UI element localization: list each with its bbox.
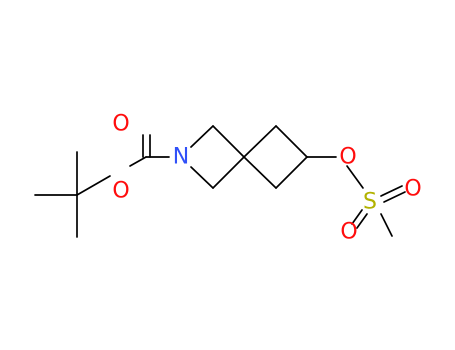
bond-s-to-methyl bbox=[380, 213, 393, 237]
atom-o-ester: O bbox=[112, 179, 129, 204]
bond-s-o-double-left-2 bbox=[356, 213, 368, 229]
atom-o-carbonyl: O bbox=[112, 112, 129, 137]
bond-ch2-bottom-to-spiro bbox=[212, 156, 245, 189]
bond-spiro-to-ch2-top bbox=[243, 125, 277, 158]
atom-o-sulfonyl-bottom: O bbox=[340, 220, 357, 245]
bond-s-o-double-right-1 bbox=[380, 185, 403, 197]
bond-ester-o-to-carbonyl-c bbox=[129, 156, 147, 167]
atom-labels: O N O O S O O bbox=[112, 112, 421, 245]
atom-o-sulfonate: O bbox=[339, 145, 356, 170]
atom-n-ring: N bbox=[173, 145, 189, 170]
bond-n-to-ch2-top bbox=[190, 125, 214, 148]
bond-s-o-double-right-2 bbox=[383, 191, 406, 203]
bond-ch2-top-to-spiro bbox=[212, 125, 245, 158]
atom-s: S bbox=[363, 190, 377, 215]
bond-tbu-to-ester-o bbox=[76, 175, 111, 196]
bond-s-o-double-left-1 bbox=[351, 209, 363, 225]
bond-n-to-ch2-bottom bbox=[190, 166, 214, 189]
bond-o-to-s bbox=[346, 165, 364, 189]
bonds bbox=[34, 125, 406, 238]
bond-spiro-to-ch2-bottom bbox=[243, 156, 277, 189]
atom-o-sulfonyl-right: O bbox=[404, 177, 421, 202]
bond-ch2-bottom-to-ch bbox=[275, 156, 308, 189]
bond-ch2-top-to-ch bbox=[275, 125, 308, 158]
